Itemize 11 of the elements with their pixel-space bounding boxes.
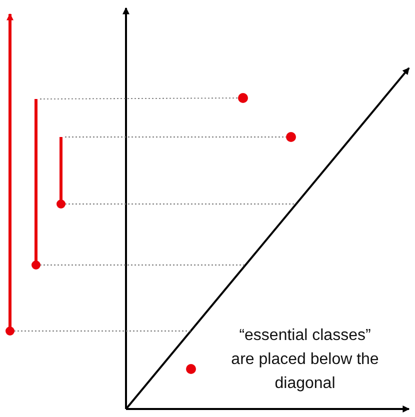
persistence-bar	[6, 13, 14, 336]
leader-line	[40, 264, 246, 266]
data-point	[186, 364, 196, 374]
persistence-bar	[56, 137, 66, 208]
data-point	[286, 132, 296, 142]
leader-line	[64, 136, 286, 138]
data-point	[238, 93, 248, 103]
annotation-text: “essential classes” are placed below the diagonal	[230, 326, 380, 394]
leader-line	[40, 98, 238, 100]
persistence-bar	[32, 99, 40, 270]
leader-line	[14, 330, 192, 332]
